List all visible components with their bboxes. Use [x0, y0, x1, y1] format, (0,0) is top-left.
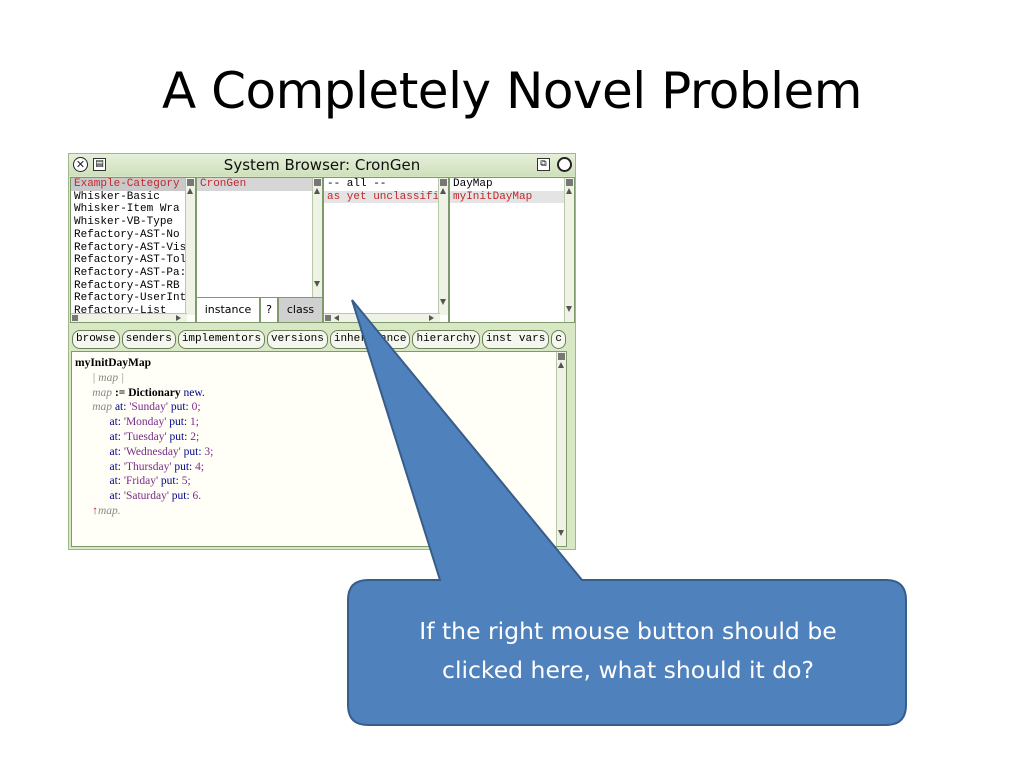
class-scrollbar[interactable] — [312, 178, 322, 297]
cascade-line: at: 'Tuesday' put: 2; — [75, 430, 566, 445]
value-literal: 0; — [191, 401, 201, 414]
value-literal: 5; — [181, 475, 191, 488]
day-string: 'Friday' — [123, 475, 159, 488]
method-item[interactable]: DayMap — [453, 178, 493, 190]
keyword-put: put: — [183, 445, 202, 458]
instance-toggle[interactable]: instance — [196, 297, 260, 323]
assign-variable: map — [92, 386, 113, 399]
expand-icon[interactable] — [557, 157, 572, 172]
keyword-at: at: — [109, 416, 122, 429]
method-item[interactable]: myInitDayMap — [450, 190, 574, 204]
keyword-put: put: — [160, 475, 179, 488]
category-item[interactable]: Example-Category — [71, 178, 195, 191]
window-title: System Browser: CronGen — [223, 156, 421, 174]
callout-line-1: If the right mouse button should be — [419, 617, 837, 645]
class-toggle[interactable]: class — [278, 297, 323, 323]
keyword-put: put: — [170, 401, 189, 414]
day-string: 'Tuesday' — [123, 430, 167, 443]
cascade-line: at: 'Monday' put: 1; — [75, 415, 566, 430]
temp-declaration: | map | — [92, 371, 125, 384]
class-item[interactable]: CronGen — [197, 178, 322, 191]
cascade-receiver: map — [92, 401, 113, 414]
return-expression: map. — [98, 504, 121, 517]
category-scrollbar[interactable] — [185, 178, 195, 315]
browser-button-implementors[interactable]: implementors — [177, 330, 266, 349]
code-scrollbar[interactable] — [556, 352, 566, 546]
protocol-item[interactable]: -- all -- — [327, 178, 387, 190]
category-item[interactable]: Refactory-AST-RB — [74, 279, 180, 292]
callout-line-2: clicked here, what should it do? — [442, 656, 814, 684]
value-literal: 6. — [192, 490, 202, 503]
keyword-at: at: — [109, 430, 122, 443]
method-scrollbar[interactable] — [564, 178, 574, 322]
class-list[interactable]: CronGen — [196, 177, 323, 298]
new-message: new. — [183, 386, 205, 399]
browser-button-versions[interactable]: versions — [267, 330, 328, 349]
protocol-item[interactable]: as yet unclassifie — [324, 190, 448, 204]
keyword-put: put: — [169, 416, 188, 429]
protocol-hscrollbar[interactable] — [324, 313, 440, 322]
keyword-put: put: — [174, 460, 193, 473]
window-titlebar[interactable]: ✕ ▤ System Browser: CronGen ⧉ — [69, 154, 575, 176]
method-selector: myInitDayMap — [75, 357, 152, 369]
cascade-line: at: 'Thursday' put: 4; — [75, 460, 566, 475]
collapse-icon[interactable]: ⧉ — [537, 158, 550, 171]
day-string: 'Monday' — [123, 416, 167, 429]
cascade-line: at: 'Wednesday' put: 3; — [75, 445, 566, 460]
category-item[interactable]: Whisker-Basic — [74, 190, 160, 203]
category-hscrollbar[interactable] — [71, 313, 187, 322]
day-string: 'Thursday' — [123, 460, 172, 473]
slide-title: A Completely Novel Problem — [162, 62, 863, 120]
keyword-put: put: — [171, 490, 190, 503]
keyword-at: at: — [109, 490, 122, 503]
value-literal: 1; — [190, 416, 199, 429]
category-item[interactable]: Refactory-AST-Pa: — [74, 266, 187, 279]
cascade-line: at: 'Saturday' put: 6. — [75, 489, 566, 504]
value-literal: 2; — [190, 430, 200, 443]
close-icon[interactable]: ✕ — [73, 157, 88, 172]
day-string: 'Wednesday' — [123, 445, 181, 458]
category-item[interactable]: Refactory-AST-Tol — [74, 254, 187, 267]
browser-button-inst-vars[interactable]: inst vars — [481, 330, 550, 349]
category-item[interactable]: Whisker-Item Wra — [74, 203, 180, 216]
browser-button-c[interactable]: c — [551, 330, 566, 349]
cascade-line: at: 'Friday' put: 5; — [75, 474, 566, 489]
menu-icon[interactable]: ▤ — [93, 158, 106, 171]
keyword-at: at: — [109, 460, 122, 473]
keyword-at: at: — [114, 401, 127, 414]
protocol-scrollbar[interactable] — [438, 178, 448, 315]
keyword-at: at: — [109, 475, 122, 488]
value-literal: 3; — [204, 445, 214, 458]
category-item[interactable]: Whisker-VB-Type — [74, 216, 174, 229]
protocol-list[interactable]: -- all --as yet unclassifie — [323, 177, 449, 323]
help-toggle[interactable]: ? — [260, 297, 278, 323]
value-literal: 4; — [195, 460, 205, 473]
browser-button-browse[interactable]: browse — [72, 330, 120, 349]
callout-text: If the right mouse button should be clic… — [350, 612, 906, 690]
keyword-at: at: — [109, 445, 122, 458]
category-item[interactable]: Refactory-AST-No — [74, 228, 180, 241]
day-string: 'Sunday' — [129, 401, 168, 414]
browser-button-hierarchy[interactable]: hierarchy — [412, 330, 480, 349]
assign-operator: := — [114, 386, 126, 399]
browser-button-senders[interactable]: senders — [121, 330, 176, 349]
callout-shape — [347, 299, 907, 726]
dictionary-class: Dictionary — [128, 386, 181, 399]
keyword-put: put: — [169, 430, 188, 443]
cascade-line: map at: 'Sunday' put: 0; — [75, 400, 566, 415]
category-item[interactable]: Refactory-UserInt — [74, 292, 187, 305]
category-item[interactable]: Refactory-AST-Vis — [74, 241, 187, 254]
day-string: 'Saturday' — [123, 490, 169, 503]
return-arrow-icon: ↑ — [92, 504, 98, 517]
